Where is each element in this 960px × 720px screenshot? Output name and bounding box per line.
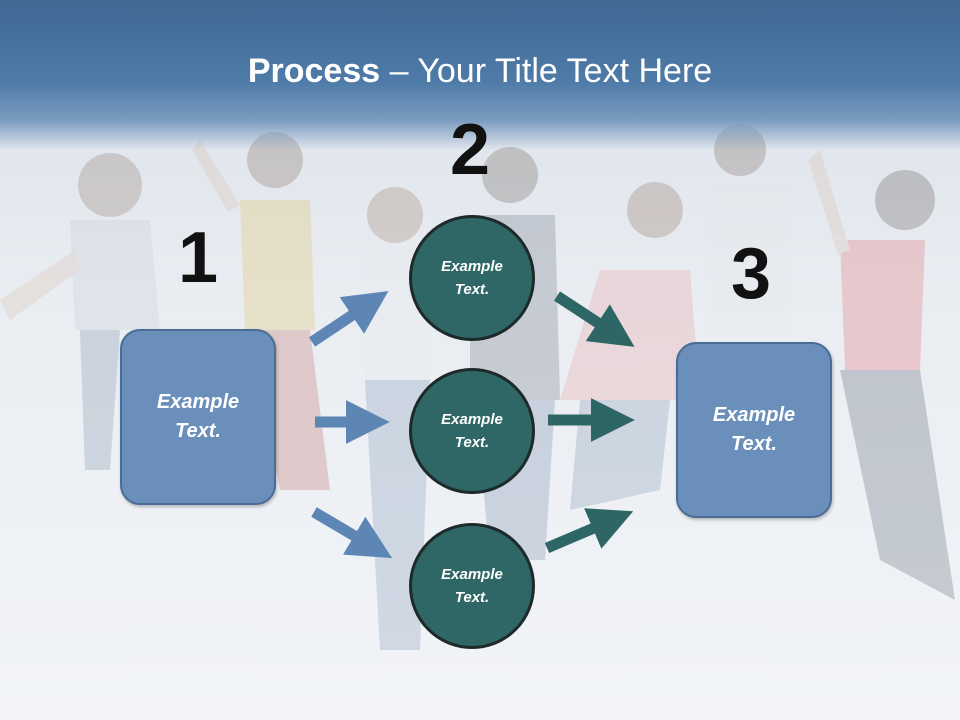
step-3-box-text: Example Text. <box>699 401 809 459</box>
arrow-bottom-to-right <box>544 508 634 554</box>
step-number-3: 3 <box>731 234 772 314</box>
step-2-circle-middle[interactable]: Example Text. <box>409 368 535 494</box>
step-number-2: 2 <box>450 110 491 190</box>
circle-top-line1: Example <box>441 258 503 275</box>
title-separator: – <box>380 52 418 90</box>
step-3-box[interactable]: Example Text. <box>676 342 832 518</box>
arrow-left-to-bottom <box>311 507 393 559</box>
step-2-circle-bottom[interactable]: Example Text. <box>409 523 535 649</box>
step-1-box-line1: Example <box>156 391 240 413</box>
step-number-1: 1 <box>178 218 219 298</box>
title-bold: Process <box>247 52 381 90</box>
slide-title[interactable]: Process – Your Title Text Here <box>0 52 960 91</box>
arrow-left-to-top <box>308 291 389 347</box>
step-3-box-line1: Example <box>712 404 796 426</box>
arrow-top-to-right <box>553 291 635 347</box>
circle-top-line2: Text. <box>454 281 490 298</box>
step-1-box-line2: Text. <box>175 420 221 442</box>
circle-middle-line1: Example <box>441 411 503 428</box>
step-1-box-text: Example Text. <box>143 388 253 446</box>
circle-middle-text: Example Text. <box>427 408 517 454</box>
circle-bottom-text: Example Text. <box>427 563 517 609</box>
circle-middle-line2: Text. <box>454 434 490 451</box>
circle-bottom-line2: Text. <box>454 589 490 606</box>
title-banner <box>0 0 960 150</box>
circle-bottom-line1: Example <box>441 566 503 583</box>
step-2-circle-top[interactable]: Example Text. <box>409 215 535 341</box>
step-1-box[interactable]: Example Text. <box>120 329 276 505</box>
step-3-box-line2: Text. <box>731 433 777 455</box>
circle-top-text: Example Text. <box>427 255 517 301</box>
title-rest: Your Title Text Here <box>417 52 713 90</box>
